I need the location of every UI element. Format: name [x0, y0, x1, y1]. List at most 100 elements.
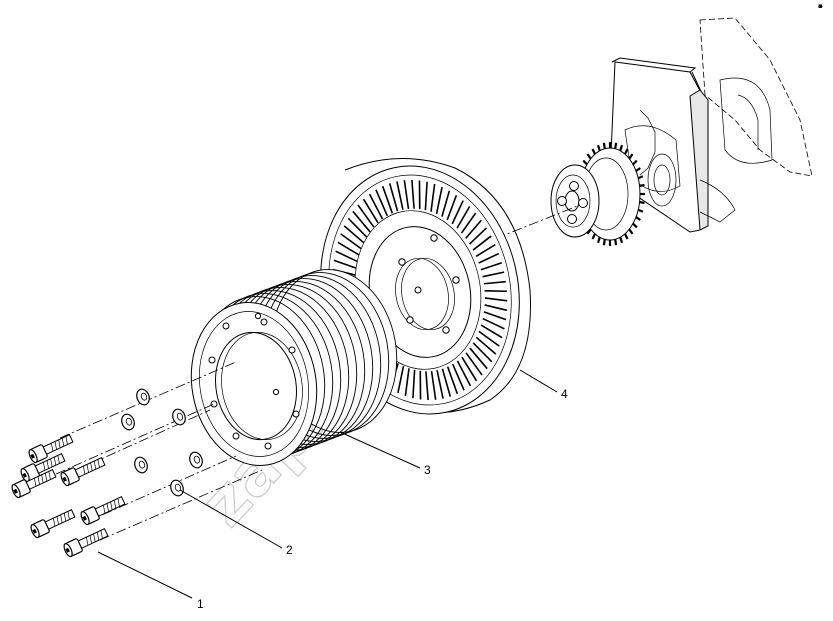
- washer-hole: [140, 392, 148, 401]
- damper-slot: [465, 352, 483, 376]
- washers: [121, 388, 203, 497]
- gear-tooth: [639, 200, 645, 205]
- damper-slot: [456, 206, 471, 229]
- damper-slot: [425, 371, 429, 401]
- damper-slot: [412, 369, 416, 399]
- damper-slot: [469, 347, 488, 370]
- gear-tooth: [586, 228, 592, 235]
- gear-tooth: [632, 159, 638, 166]
- damper-slot: [411, 179, 415, 209]
- damper-slot: [472, 235, 492, 251]
- damper-slot: [451, 363, 465, 391]
- damper-slot: [472, 342, 493, 363]
- damper-slot: [456, 360, 472, 387]
- damper-slot: [404, 368, 410, 397]
- bolt: [80, 496, 126, 526]
- damper-slot: [343, 225, 365, 244]
- damper-slot: [375, 189, 389, 217]
- gear-tooth: [637, 208, 644, 213]
- washer-hole: [176, 412, 184, 421]
- damper-slot: [483, 311, 507, 321]
- damper-slot: [430, 370, 437, 400]
- bolt: [63, 528, 109, 558]
- damper-slot: [441, 190, 451, 217]
- gear-tooth: [619, 236, 624, 244]
- gear-tooth: [614, 142, 618, 149]
- damper-slot: [335, 250, 358, 263]
- damper-slot: [368, 193, 384, 220]
- damper-slot: [340, 233, 362, 250]
- washer-hole: [125, 417, 133, 426]
- damper-slot: [475, 243, 496, 258]
- gear-tooth: [582, 159, 588, 166]
- damper-slot: [484, 304, 508, 312]
- damper-slot: [460, 212, 477, 234]
- damper-slot: [478, 330, 500, 347]
- callout-2: 2: [286, 543, 293, 557]
- damper-slot: [388, 183, 399, 212]
- gear-tooth: [586, 153, 592, 160]
- damper-slot: [483, 280, 506, 285]
- damper-slot: [475, 336, 497, 355]
- damper-slot: [478, 252, 500, 264]
- crankshaft: [609, 17, 813, 233]
- damper-slot: [333, 259, 357, 269]
- bolt: [11, 469, 57, 499]
- damper-slot: [436, 370, 444, 399]
- gear-tooth: [591, 233, 596, 240]
- damper-slot: [482, 317, 505, 330]
- washer-hole: [193, 455, 201, 464]
- damper-slot: [446, 195, 458, 221]
- damper-slot: [480, 261, 503, 271]
- corner-mark: ▪̶: [818, 2, 823, 10]
- damper-slot: [397, 365, 405, 394]
- callout-1: 1: [197, 597, 204, 611]
- gear-tooth: [639, 183, 645, 188]
- damper-slot: [430, 183, 436, 212]
- callout-3: 3: [424, 463, 431, 477]
- damper-slot: [435, 186, 443, 215]
- damper-slot: [480, 324, 503, 339]
- damper-slot: [352, 210, 371, 233]
- gear-tooth: [624, 148, 629, 155]
- gear-tooth: [635, 167, 641, 172]
- leader-lines: [97, 369, 558, 599]
- damper-slot: [468, 227, 488, 245]
- bolt: [30, 509, 76, 539]
- damper-slot: [484, 297, 508, 302]
- gear-tooth: [632, 222, 638, 229]
- gear-tooth: [624, 233, 629, 240]
- damper-slot: [482, 271, 505, 278]
- damper-slot: [381, 185, 394, 214]
- gear-tooth: [635, 216, 641, 221]
- damper-slot: [357, 204, 375, 228]
- gear-tooth: [628, 153, 634, 160]
- damper-slot: [396, 181, 404, 210]
- gear-tooth: [628, 228, 634, 235]
- damper-slot: [461, 356, 478, 382]
- gear-tooth: [637, 175, 644, 180]
- gear-tooth: [602, 142, 606, 149]
- callout-4: 4: [561, 387, 568, 401]
- crankshaft-gear: [550, 142, 645, 246]
- damper-slot: [362, 198, 379, 224]
- damper-slot: [441, 368, 452, 397]
- bolt: [60, 457, 106, 487]
- damper-slot: [465, 219, 482, 239]
- gear-tooth: [596, 144, 601, 152]
- washer-hole: [138, 460, 146, 469]
- bolts: [11, 434, 126, 558]
- damper-slot: [403, 180, 410, 210]
- gear-tooth: [614, 239, 618, 246]
- gear-tooth: [596, 236, 601, 244]
- washer-hole: [174, 483, 182, 492]
- damper-slot: [424, 181, 428, 211]
- gear-tooth: [602, 239, 606, 246]
- bolt: [28, 434, 74, 464]
- gear-tooth: [619, 144, 624, 152]
- belt-pulley: [190, 269, 398, 466]
- damper-slot: [446, 366, 459, 395]
- damper-slot: [451, 200, 464, 225]
- gear-tooth: [591, 148, 596, 155]
